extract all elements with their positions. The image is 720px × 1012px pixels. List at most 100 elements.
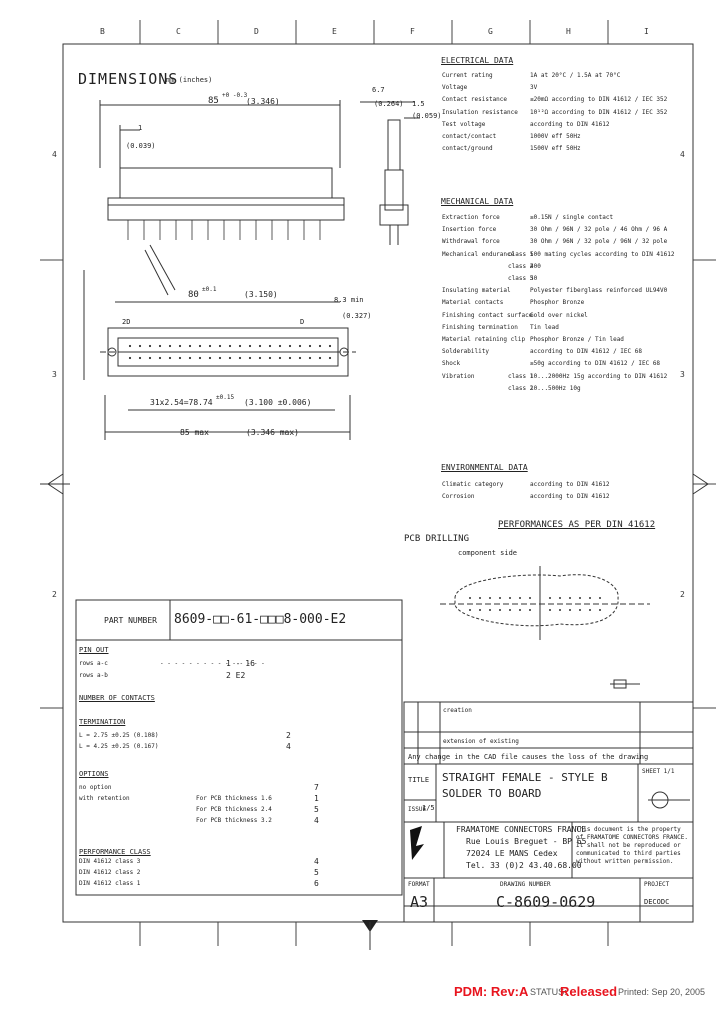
- revision-b-text: extension of existing: [443, 738, 519, 745]
- electrical-rows-label: contact/contact: [442, 133, 497, 140]
- dim-small: 1: [138, 124, 143, 132]
- dim-top-inches: (3.346): [246, 97, 280, 106]
- title-line-1: STRAIGHT FEMALE - STYLE B: [442, 771, 608, 784]
- issue-label: ISSUE: [408, 806, 427, 813]
- zone-label-left: 3: [52, 370, 57, 379]
- mechanical-rows-value: ≥0.15N / single contact: [530, 214, 614, 221]
- issue-value: 1/5: [422, 804, 435, 812]
- mechanical-rows-value: 30 Ohm / 96N / 32 pole / 46 Ohm / 96 A: [530, 226, 668, 234]
- contacts-title: NUMBER OF CONTACTS: [79, 694, 155, 702]
- electrical-rows-label: contact/ground: [442, 145, 493, 153]
- zone-label-top: F: [410, 27, 415, 36]
- title-label: TITLE: [408, 776, 430, 784]
- mechanical-rows-value: class 2: [508, 262, 534, 270]
- pinout-code: 2 E2: [226, 671, 246, 680]
- electrical-rows-label: Current rating: [442, 72, 493, 79]
- dim-mid-length: 80: [188, 290, 199, 300]
- mechanical-rows-value: class 1: [508, 372, 534, 380]
- dim-overall-inches: (3.346 max): [246, 428, 299, 437]
- options-sub: For PCB thickness 3.2: [196, 817, 272, 824]
- electrical-rows-label: Insulation resistance: [442, 108, 518, 116]
- pcb-subtitle: component side: [458, 549, 518, 557]
- mechanical-rows-extra: 400: [530, 262, 541, 270]
- mechanical-rows-value: class 3: [508, 275, 534, 282]
- confidential-notice: This document is the property of FRAMATO…: [576, 826, 688, 865]
- mechanical-rows-value: Polyester fiberglass reinforced UL94V0: [530, 287, 668, 295]
- classes-code: 6: [314, 879, 319, 888]
- part-number-code: 8609-□□-61-□□□8-000-E2: [174, 612, 347, 627]
- zone-label-left: 2: [52, 590, 57, 599]
- company-address-2: 72024 LE MANS Cedex: [466, 849, 558, 858]
- dim-mid-tolerance: ±0.1: [202, 286, 217, 293]
- pin-label-left: 2D: [122, 318, 131, 326]
- dim-top-tolerance: +0 -0.3: [222, 92, 248, 99]
- mechanical-rows-value: 30 Ohm / 96N / 32 pole / 96N / 32 pole: [530, 238, 668, 246]
- status-label: STATUS:: [530, 987, 567, 997]
- revision-a-text: creation: [443, 707, 472, 714]
- options-code: 5: [314, 805, 319, 814]
- mechanical-rows-value: class 2: [508, 384, 534, 392]
- classes-title: PERFORMANCE CLASS: [79, 848, 151, 856]
- options-sub: For PCB thickness 1.6: [196, 795, 272, 802]
- termination-label: L = 4.25 ±0.25 (0.167): [79, 743, 159, 750]
- printed-date: Printed: Sep 20, 2005: [618, 987, 706, 997]
- pdm-revision: PDM: Rev:A: [454, 984, 529, 999]
- dimensions-title: DIMENSIONS: [78, 70, 179, 88]
- mechanical-rows-value: Phosphor Bronze: [530, 299, 585, 307]
- mechanical-rows-label: Withdrawal force: [442, 238, 500, 246]
- electrical-heading: ELECTRICAL DATA: [441, 56, 514, 65]
- classes-label: DIN 41612 class 2: [79, 869, 141, 876]
- project-value: DECODC: [644, 898, 670, 906]
- options-label: no option: [79, 784, 112, 791]
- sheet-number: SHEET 1/1: [642, 768, 675, 775]
- pcb-drilling-title: PCB DRILLING: [404, 534, 470, 544]
- options-label: with retention: [79, 795, 130, 802]
- dim-side-inches: (0.327): [342, 312, 372, 320]
- mechanical-rows-extra: 50: [530, 275, 538, 282]
- zone-label-top: E: [332, 27, 337, 36]
- dim-small-inches: (0.039): [126, 142, 156, 150]
- termination-code: 4: [286, 742, 291, 751]
- electrical-rows-value: 1500V eff 50Hz: [530, 145, 581, 153]
- electrical-rows-value: 3V: [530, 84, 538, 92]
- format-label: FORMAT: [408, 881, 430, 888]
- part-number-label: PART NUMBER: [104, 616, 157, 625]
- pinout-label: rows a-c: [79, 660, 108, 667]
- termination-label: L = 2.75 ±0.25 (0.108): [79, 732, 159, 739]
- mechanical-rows-label: Insertion force: [442, 226, 497, 234]
- cad-note: Any change in the CAD file causes the lo…: [408, 753, 649, 761]
- electrical-rows-label: Contact resistance: [442, 96, 508, 104]
- dim-right-1: 6.7: [372, 86, 385, 94]
- environmental-heading: ENVIRONMENTAL DATA: [441, 463, 528, 472]
- mechanical-rows-label: Mechanical endurance: [442, 250, 515, 258]
- performance-note: PERFORMANCES AS PER DIN 41612: [498, 520, 656, 530]
- pinout-code: 1 - 16: [226, 659, 255, 668]
- environmental-rows-value: according to DIN 41612: [530, 481, 610, 488]
- classes-label: DIN 41612 class 1: [79, 880, 141, 887]
- dim-right-2-inches: (0.059): [412, 112, 442, 120]
- dim-pitch: 31x2.54=78.74: [150, 398, 213, 407]
- company-name: FRAMATOME CONNECTORS FRANCE: [456, 825, 587, 834]
- dim-right-2: 1.5: [412, 100, 425, 108]
- mechanical-rows-extra: 10...500Hz 10g: [530, 384, 581, 392]
- pinout-title: PIN OUT: [79, 646, 109, 654]
- mechanical-heading: MECHANICAL DATA: [441, 197, 514, 206]
- environmental-rows-label: Corrosion: [442, 493, 475, 501]
- title-line-2: SOLDER TO BOARD: [442, 787, 542, 800]
- electrical-rows-value: 1A at 20°C / 1.5A at 70°C: [530, 72, 621, 79]
- mechanical-rows-value: according to DIN 41612 / IEC 68: [530, 348, 642, 356]
- mechanical-rows-value: Phosphor Bronze / Tin lead: [530, 336, 624, 343]
- mechanical-rows-label: Finishing contact surface: [442, 311, 533, 319]
- mechanical-rows-value: Gold over nickel: [530, 311, 588, 319]
- dimensions-unit: mm (inches): [166, 76, 213, 84]
- dim-pitch-tolerance: ±0.15: [216, 394, 235, 401]
- pinout-leader: - - - - - - - - - - - - - - -: [160, 660, 265, 667]
- zone-label-right: 2: [680, 590, 685, 599]
- termination-code: 2: [286, 731, 291, 740]
- mechanical-rows-label: Finishing termination: [442, 323, 518, 331]
- mechanical-rows-value: ≥50g according to DIN 41612 / IEC 68: [530, 360, 661, 368]
- electrical-rows-value: ≤20mΩ according to DIN 41612 / IEC 352: [530, 96, 668, 104]
- electrical-rows-label: Test voltage: [442, 120, 486, 128]
- dim-right-1-inches: (0.264): [374, 100, 404, 108]
